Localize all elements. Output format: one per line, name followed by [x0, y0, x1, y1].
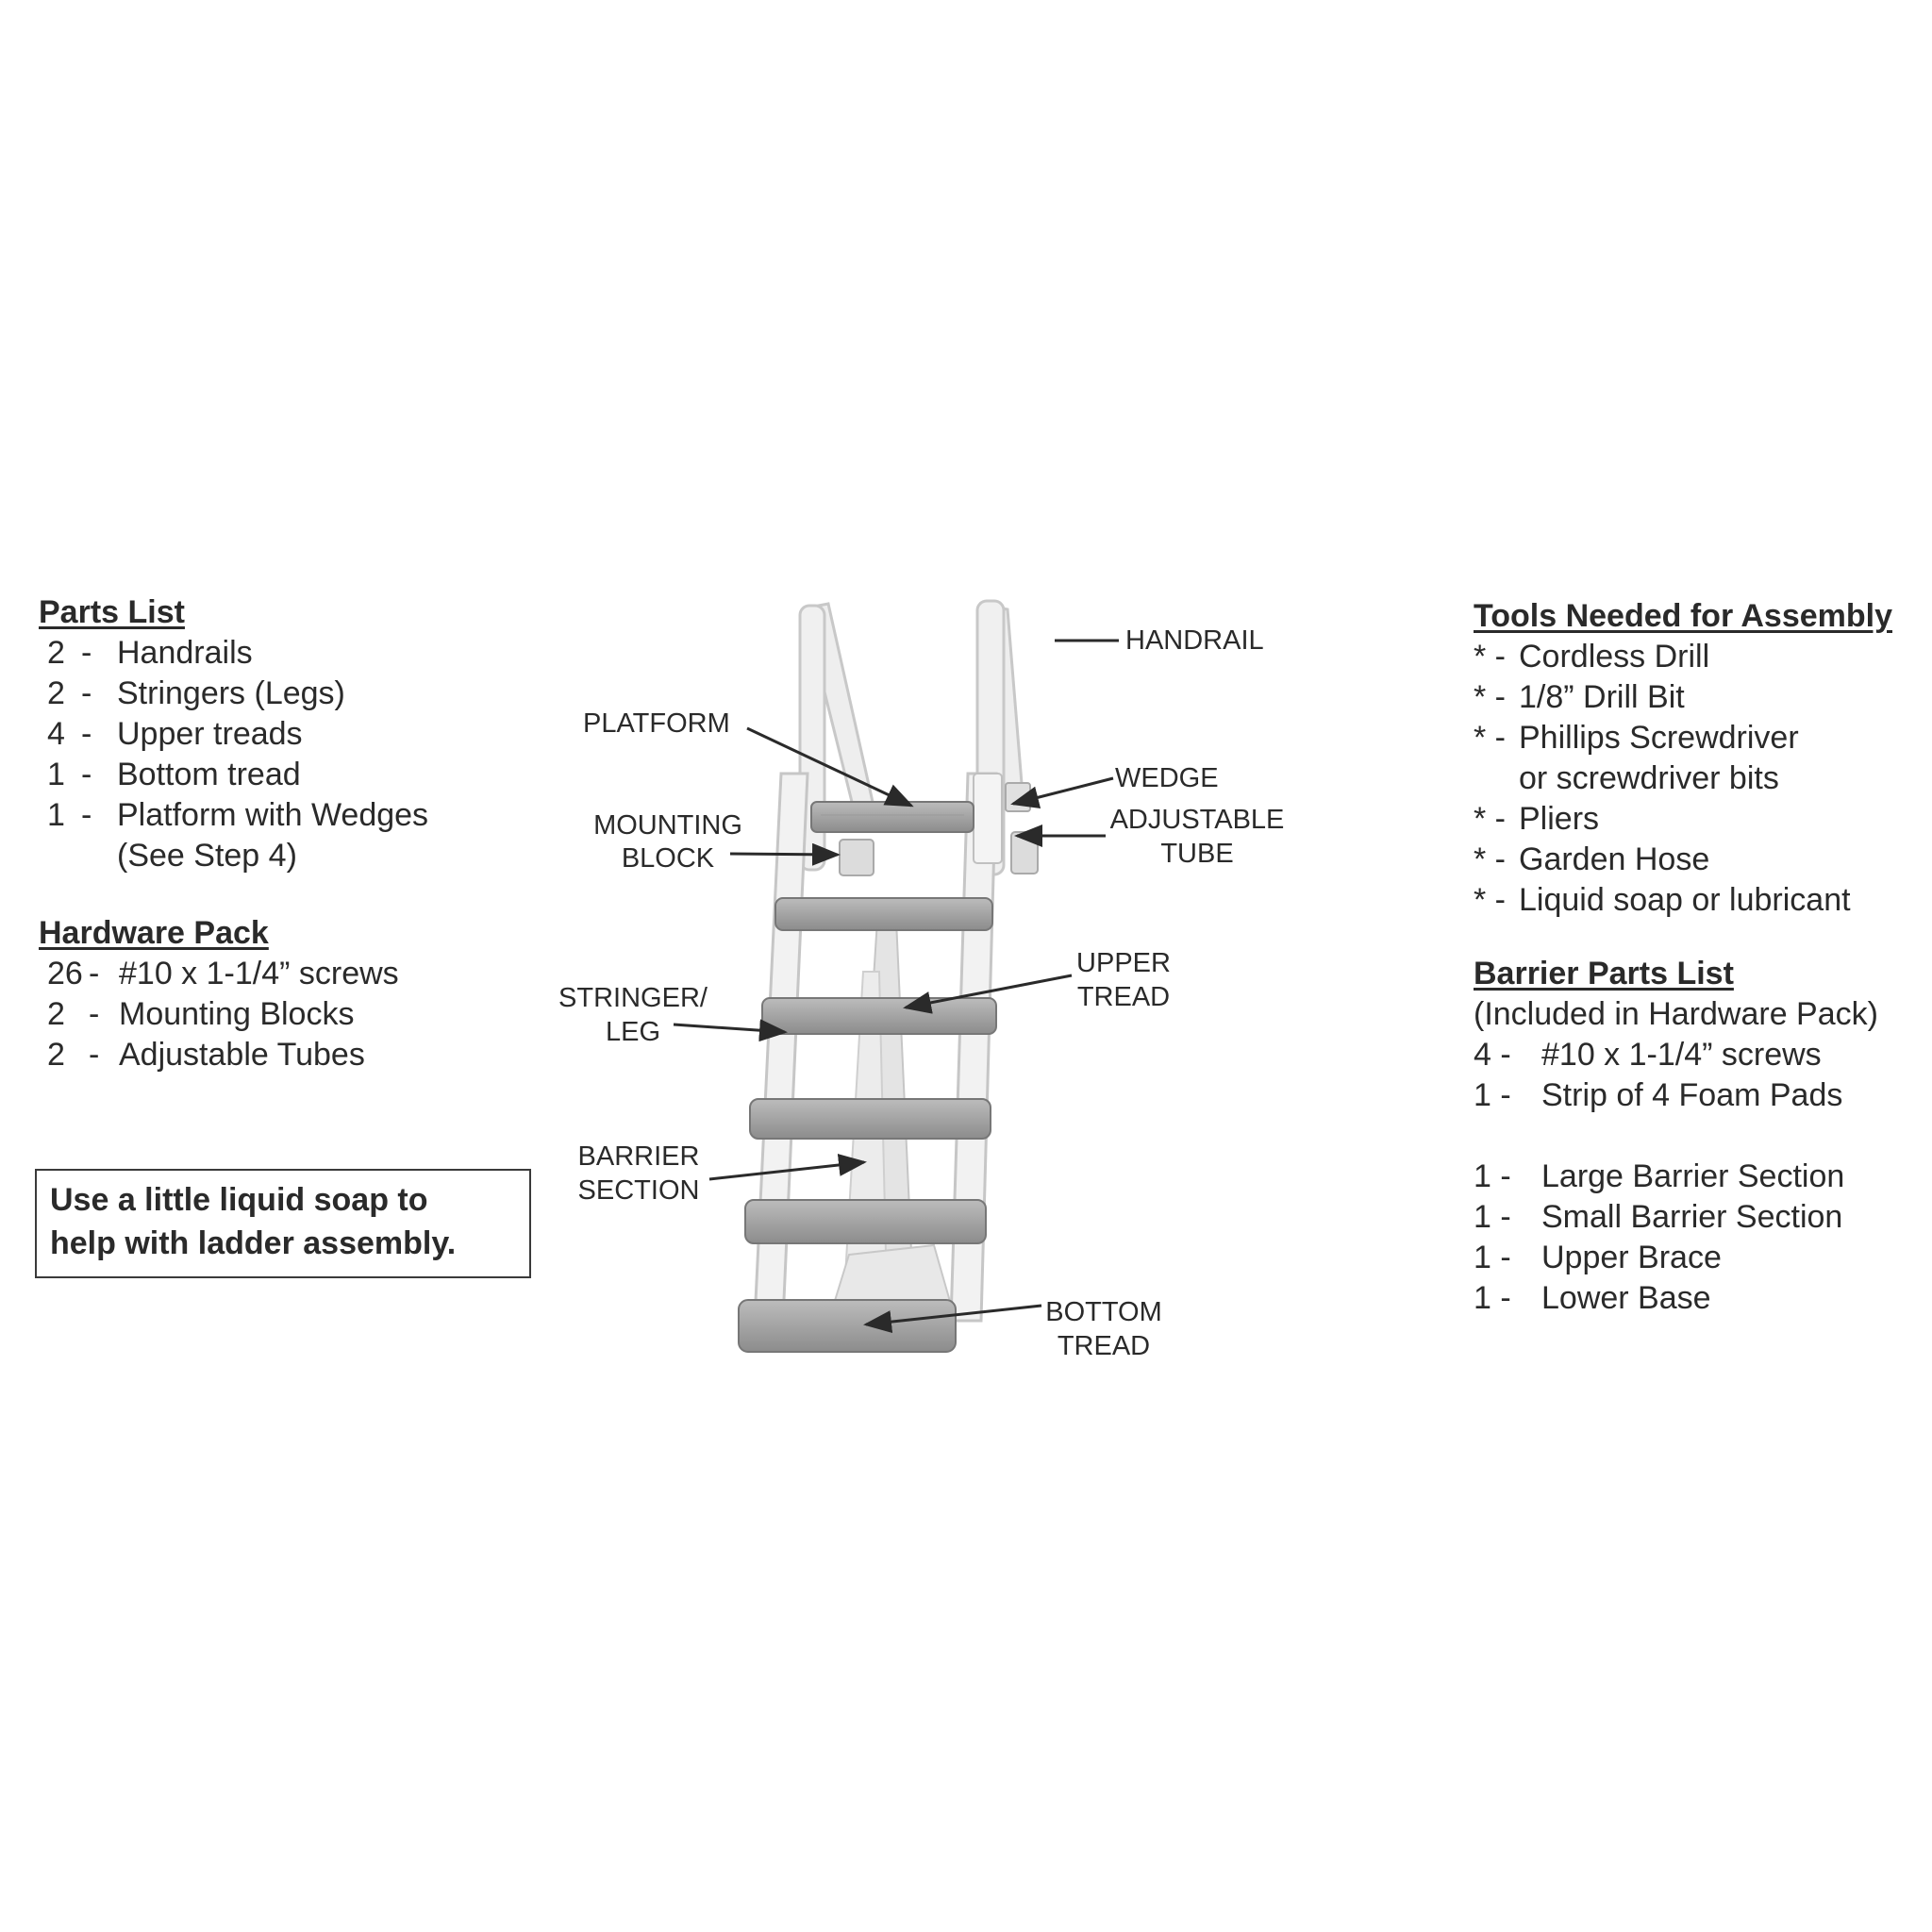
upper-tread [744, 1199, 987, 1244]
list-item: * -Cordless Drill [1474, 639, 1710, 675]
label-stringer-leg: STRINGER/ [558, 983, 708, 1013]
list-item: 4 -#10 x 1-1/4” screws [1474, 1037, 1822, 1073]
list-item: 1 -Strip of 4 Foam Pads [1474, 1077, 1843, 1113]
list-item: * -Garden Hose [1474, 841, 1710, 877]
label-handrail: HANDRAIL [1125, 625, 1264, 656]
upper-tread [749, 1098, 991, 1140]
label-barrier-section: SECTION [578, 1175, 700, 1206]
upper-tread [761, 997, 997, 1035]
barrier-parts-list: Barrier Parts List (Included in Hardware… [1474, 954, 1878, 1319]
list-item: 2-Stringers (Legs) [47, 675, 345, 711]
label-wedge: WEDGE [1115, 763, 1219, 793]
barrier-section-leader [708, 1154, 867, 1181]
mounting-block [839, 839, 874, 876]
label-upper-tread: UPPER [1076, 948, 1171, 978]
hardware-pack-heading: Hardware Pack [39, 915, 269, 951]
list-item: 2-Handrails [47, 635, 253, 671]
barrier-heading: Barrier Parts List [1474, 956, 1734, 991]
label-bottom-tread: TREAD [1058, 1331, 1150, 1361]
upper-tread-leader [903, 974, 1073, 1014]
platform-leader [746, 726, 914, 808]
label-barrier-section: BARRIER [578, 1141, 700, 1172]
stringer-leader [673, 1019, 788, 1042]
label-adjustable-tube: ADJUSTABLE [1110, 805, 1285, 835]
upper-tread [774, 897, 993, 931]
hardware-pack: Hardware Pack 26-#10 x 1-1/4” screws 2-M… [39, 913, 399, 1075]
parts-list-note: (See Step 4) [117, 838, 297, 874]
label-upper-tread: TREAD [1077, 982, 1170, 1012]
list-item: 1-Platform with Wedges [47, 797, 429, 833]
bottom-tread-leader [863, 1304, 1042, 1334]
list-item: * -Phillips Screwdriver [1474, 720, 1799, 756]
soap-tip-box: Use a little liquid soap to help with la… [35, 1169, 531, 1278]
tools-needed: Tools Needed for Assembly * -Cordless Dr… [1474, 596, 1892, 921]
list-item: 4-Upper treads [47, 716, 303, 752]
adjustable-tube [1010, 831, 1039, 874]
list-item: * -1/8” Drill Bit [1474, 679, 1685, 715]
label-stringer-leg: LEG [606, 1017, 660, 1047]
list-item: * -Liquid soap or lubricant [1474, 882, 1851, 918]
list-item: 1 -Large Barrier Section [1474, 1158, 1845, 1194]
tools-continuation: or screwdriver bits [1519, 760, 1779, 796]
label-bottom-tread: BOTTOM [1045, 1297, 1162, 1327]
label-platform: PLATFORM [583, 708, 730, 739]
list-item: 1 -Upper Brace [1474, 1240, 1722, 1275]
label-mounting-block: BLOCK [622, 843, 715, 874]
wedge [1005, 782, 1031, 812]
bottom-tread [738, 1299, 957, 1353]
platform [810, 801, 974, 833]
label-mounting-block: MOUNTING [593, 810, 742, 841]
label-adjustable-tube: TUBE [1160, 839, 1233, 869]
list-item: 26-#10 x 1-1/4” screws [47, 956, 399, 991]
parts-list-heading: Parts List [39, 594, 185, 630]
parts-list: Parts List 2-Handrails 2-Stringers (Legs… [39, 592, 428, 876]
list-item: 2-Adjustable Tubes [47, 1037, 365, 1073]
barrier-subheading: (Included in Hardware Pack) [1474, 996, 1878, 1032]
list-item: 1 -Lower Base [1474, 1280, 1711, 1316]
list-item: * -Pliers [1474, 801, 1600, 837]
wedge-leader [1010, 776, 1114, 808]
list-item: 1-Bottom tread [47, 757, 301, 792]
list-item: 1 -Small Barrier Section [1474, 1199, 1843, 1235]
mounting-block-leader [729, 842, 841, 866]
list-item: 2-Mounting Blocks [47, 996, 355, 1032]
tools-heading: Tools Needed for Assembly [1474, 598, 1892, 634]
